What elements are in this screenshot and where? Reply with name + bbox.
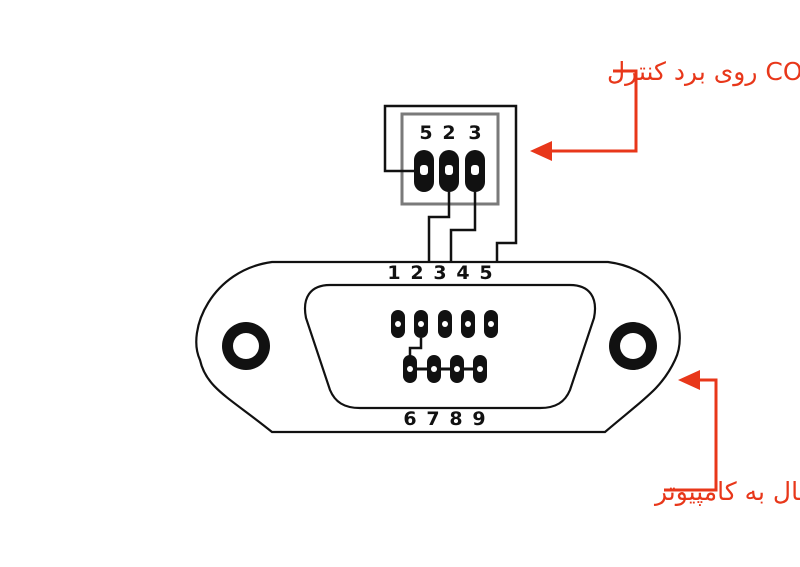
top-arrow <box>530 69 638 161</box>
db9-pin-label-2: 2 <box>410 262 423 284</box>
db9-pin-label-4: 4 <box>456 262 469 284</box>
db9-pin-label-1: 1 <box>387 262 400 284</box>
header-pin-label-2: 2 <box>442 122 455 144</box>
db9-pin-label-6: 6 <box>403 408 416 430</box>
top-label: محل اتصال کابل COMPORT روی برد کنترل <box>607 57 800 87</box>
header-pin-label-3: 3 <box>468 122 481 144</box>
db9-pin-label-8: 8 <box>449 408 462 430</box>
db9-pin-label-7: 7 <box>426 408 439 430</box>
connector-shell <box>303 283 597 410</box>
db9-pin-label-5: 5 <box>479 262 492 284</box>
board-header: 5 2 3 <box>400 112 500 206</box>
wire-tx <box>449 192 477 266</box>
bottom-arrow <box>664 370 718 492</box>
header-pin-label-1: 5 <box>419 122 432 144</box>
db9-pin-label-9: 9 <box>472 408 485 430</box>
db9-connector: 1 2 3 4 5 6 7 8 9 <box>195 260 681 434</box>
wire-gnd <box>383 104 518 268</box>
bottom-label: سوکت مادگی comport جهت اتصال به کامپیوتر <box>653 477 800 507</box>
db9-pin-label-3: 3 <box>433 262 446 284</box>
wire-rx <box>427 192 451 266</box>
